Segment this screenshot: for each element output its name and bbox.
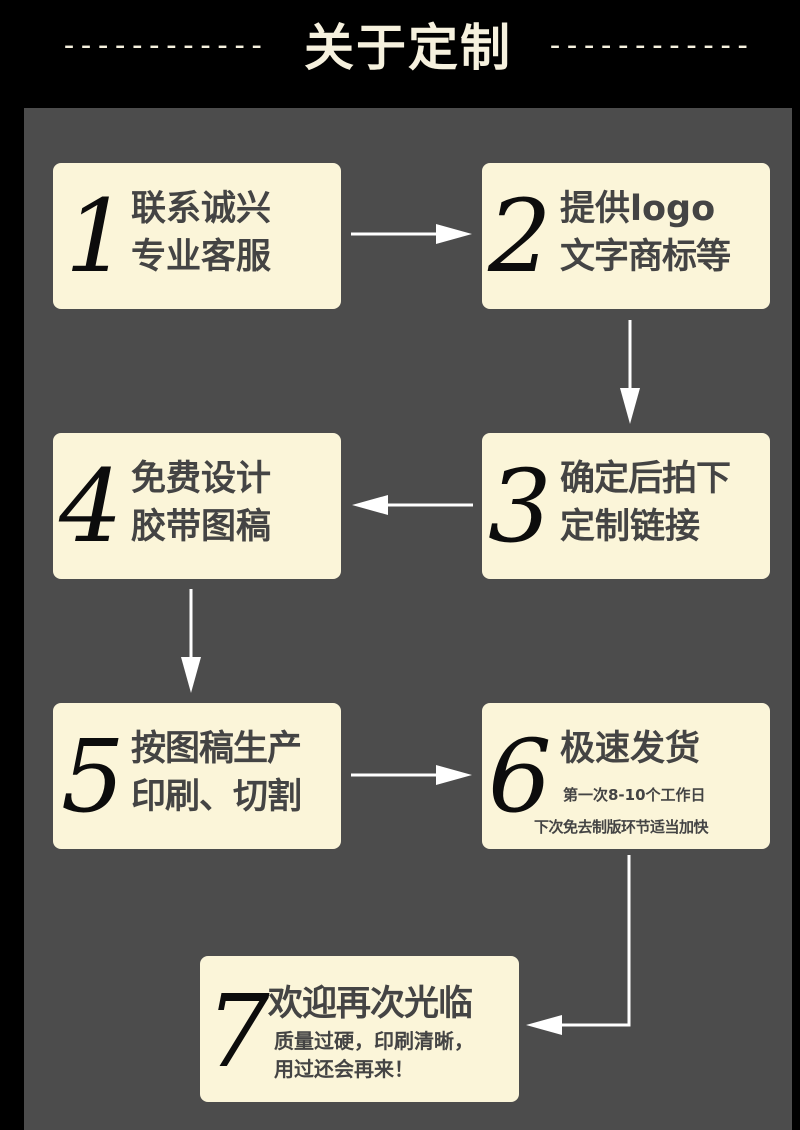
- step-2-number: 2: [488, 178, 552, 295]
- page-title: 关于定制: [304, 19, 512, 77]
- step-3-number: 3: [488, 448, 552, 565]
- step-5-number: 5: [61, 718, 125, 835]
- step-4-line-2: 胶带图稿: [131, 507, 272, 547]
- step-2-line-1: 提供logo: [560, 189, 716, 229]
- step-1-line-1: 联系诚兴: [131, 189, 272, 229]
- step-7-note-2: 用过还会再来！: [274, 1057, 414, 1081]
- arrow-4-to-5: [181, 589, 201, 693]
- step-7-line-1: 欢迎再次光临: [268, 984, 473, 1024]
- step-6-line-1: 极速发货: [560, 729, 701, 769]
- step-7-number: 7: [206, 973, 270, 1090]
- step-7-note-1: 质量过硬，印刷清晰，: [274, 1029, 474, 1053]
- step-5-line-2: 印刷、切割: [131, 777, 302, 817]
- step-1-box: 1 联系诚兴 专业客服: [53, 163, 341, 309]
- arrow-6-to-7: [526, 855, 631, 1035]
- step-1-line-2: 专业客服: [131, 237, 272, 277]
- step-6-note-2: 下次免去制版环节适当加快: [534, 818, 709, 836]
- arrow-3-to-4: [352, 495, 473, 515]
- header-dashes-left: ------------: [60, 31, 266, 61]
- header-dashes-right: ------------: [546, 31, 752, 61]
- step-2-box: 2 提供logo 文字商标等: [482, 163, 770, 309]
- step-6-number: 6: [488, 718, 552, 835]
- step-1-number: 1: [65, 178, 129, 295]
- arrow-2-to-3: [620, 320, 640, 424]
- step-2-line-2: 文字商标等: [560, 237, 731, 277]
- step-4-box: 4 免费设计 胶带图稿: [53, 433, 341, 579]
- arrow-1-to-2: [351, 224, 472, 244]
- step-6-note-1: 第一次8-10个工作日: [563, 786, 706, 804]
- step-3-line-2: 定制链接: [560, 507, 701, 547]
- step-3-line-1: 确定后拍下: [560, 459, 731, 499]
- page-header: ------------ 关于定制 ------------: [0, 0, 800, 100]
- step-5-line-1: 按图稿生产: [131, 729, 302, 769]
- step-3-box: 3 确定后拍下 定制链接: [482, 433, 770, 579]
- arrow-5-to-6: [351, 765, 472, 785]
- step-6-box: 6 极速发货 第一次8-10个工作日 下次免去制版环节适当加快: [482, 703, 770, 849]
- step-7-box: 7 欢迎再次光临 质量过硬，印刷清晰， 用过还会再来！: [200, 956, 519, 1102]
- step-4-number: 4: [59, 448, 123, 565]
- step-4-line-1: 免费设计: [131, 459, 272, 499]
- step-5-box: 5 按图稿生产 印刷、切割: [53, 703, 341, 849]
